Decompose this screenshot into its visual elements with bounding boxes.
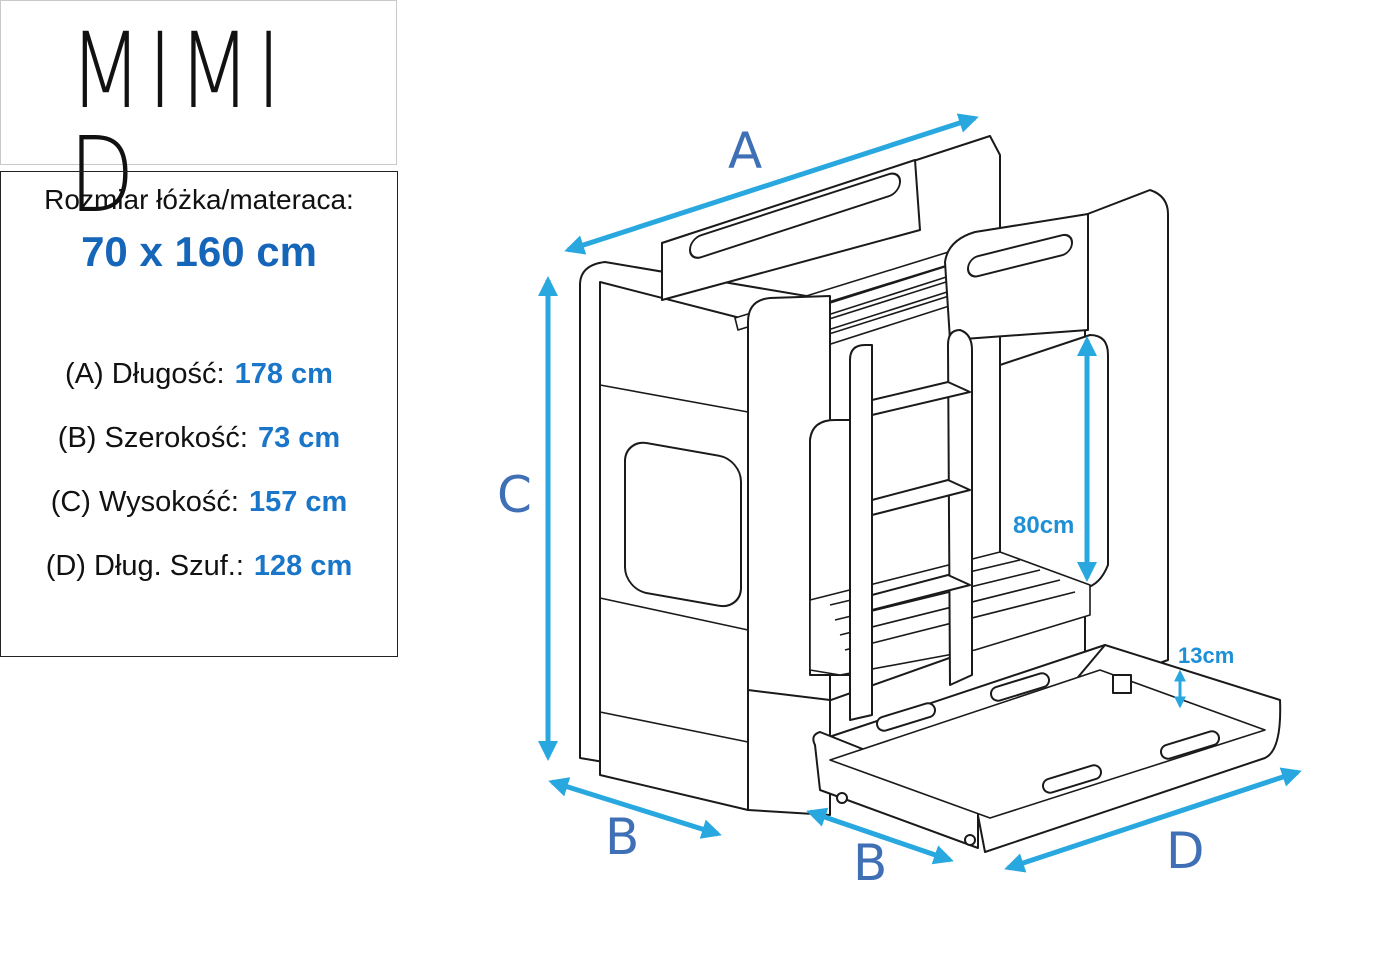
spec-row-length: (A) Długość: 178 cm — [1, 358, 397, 391]
drawer-wheel-2 — [964, 834, 976, 846]
arrow-b-drawer — [806, 807, 954, 865]
drawer-bracket — [1112, 674, 1132, 694]
arrow-a — [564, 113, 979, 255]
spec-label: (A) Długość: — [65, 358, 225, 390]
ladder-left-rail — [849, 344, 873, 721]
right-lower-panel — [999, 334, 1109, 589]
drawer-handle-3 — [1160, 730, 1220, 760]
spec-value: 178 cm — [234, 358, 333, 390]
drawer-handle-1 — [876, 702, 936, 732]
label-c: C — [497, 466, 532, 524]
spec-heading: Rozmiar łóżka/materaca: — [44, 184, 354, 215]
label-a: A — [728, 122, 762, 180]
product-title: MIMI D — [69, 10, 287, 236]
arrow-b-left — [548, 777, 722, 839]
ladder-step-1 — [871, 381, 971, 416]
spec-label: (B) Szerokość: — [57, 422, 248, 454]
ladder-right-rail — [947, 329, 973, 686]
bunk-bed-drawing — [579, 135, 1282, 853]
arrow-d — [1004, 767, 1302, 873]
title-box: MIMI D — [0, 0, 397, 227]
label-80cm: 80cm — [1013, 512, 1074, 539]
right-guard-slot — [967, 233, 1073, 278]
spec-row-height: (C) Wysokość: 157 cm — [1, 486, 397, 519]
spec-size: 70 x 160 cm — [81, 228, 317, 275]
spec-label: (D) Dług. Szuf.: — [45, 550, 244, 582]
spec-value: 128 cm — [253, 550, 353, 582]
label-b: B — [605, 808, 639, 866]
spec-value: 73 cm — [257, 422, 341, 454]
spec-label: (C) Wysokość: — [50, 486, 239, 518]
drawer-bottom — [829, 669, 1266, 819]
drawer — [812, 644, 1282, 853]
label-13cm: 13cm — [1178, 643, 1234, 668]
spec-value: 157 cm — [248, 486, 348, 518]
spec-box: Rozmiar łóżka/materaca: 70 x 160 cm (A) … — [0, 171, 398, 657]
left-panel-window — [624, 441, 742, 608]
bed-diagram: A C B B D 80cm 13cm — [497, 113, 1302, 892]
label-b-drawer: B — [853, 834, 887, 892]
dimension-arrows — [538, 113, 1302, 873]
drawer-wheel-1 — [836, 792, 848, 804]
spec-row-drawer: (D) Dług. Szuf.: 128 cm — [1, 550, 397, 583]
spec-row-width: (B) Szerokość: 73 cm — [1, 422, 397, 455]
ladder — [849, 329, 973, 721]
ladder-step-2 — [871, 479, 971, 516]
drawer-handle-2 — [990, 672, 1050, 702]
label-d: D — [1166, 822, 1205, 880]
ladder-step-3 — [871, 574, 971, 611]
